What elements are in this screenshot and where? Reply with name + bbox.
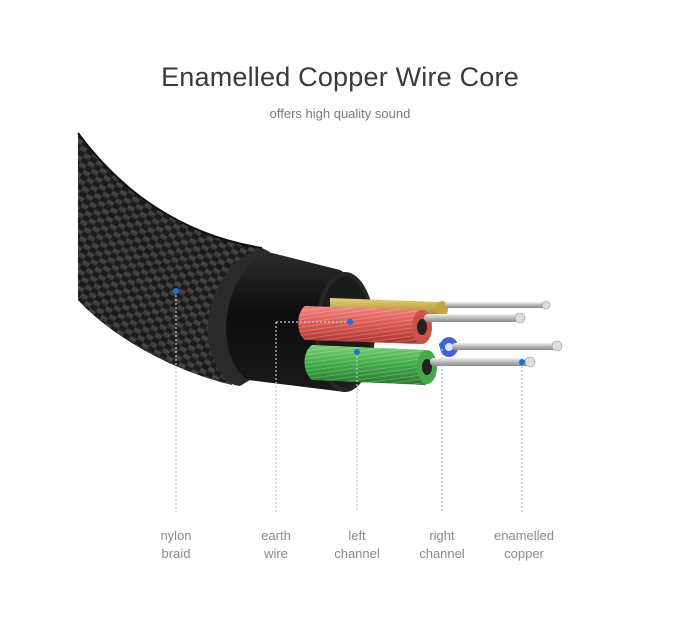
- callout-dot-left-channel: [347, 319, 353, 325]
- label-line: channel: [334, 546, 380, 561]
- label-line: copper: [504, 546, 544, 561]
- label-line: left: [348, 528, 366, 543]
- label-line: right: [429, 528, 455, 543]
- page-title: Enamelled Copper Wire Core: [161, 62, 519, 92]
- label-line: nylon: [160, 528, 192, 543]
- label-right-channel: right channel: [387, 527, 497, 563]
- label-line: channel: [419, 546, 465, 561]
- label-line: enamelled: [494, 528, 554, 543]
- page-subtitle: offers high quality sound: [269, 106, 411, 121]
- label-line: earth: [261, 528, 291, 543]
- label-line: wire: [264, 546, 288, 561]
- label-earth-wire: earth wire: [221, 527, 331, 563]
- callout-dot-nylon-braid: [173, 288, 179, 294]
- label-nylon-braid: nylon braid: [121, 527, 231, 563]
- label-left-channel: left channel: [302, 527, 412, 563]
- callout-dot-right-channel: [439, 342, 445, 348]
- label-enamelled-copper: enamelled copper: [469, 527, 579, 563]
- callout-dot-earth-wire: [354, 349, 360, 355]
- callout-dot-enamelled-copper: [519, 359, 525, 365]
- label-line: braid: [161, 546, 191, 561]
